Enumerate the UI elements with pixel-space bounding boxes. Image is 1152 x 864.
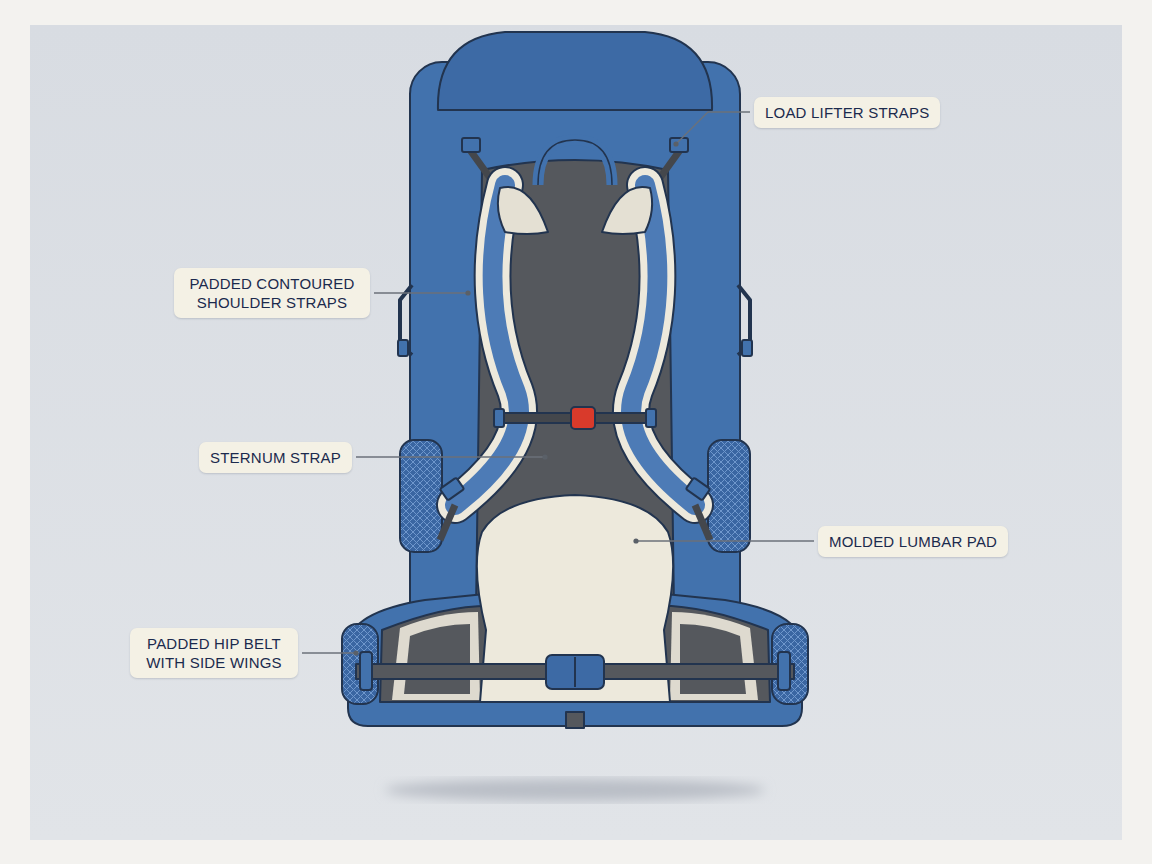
leader-dot — [542, 454, 547, 459]
strap-top-pad — [498, 187, 548, 234]
load-lifter-buckle — [462, 138, 480, 152]
side-buckle — [742, 340, 752, 356]
leader-lines — [302, 112, 814, 653]
panel-ground — [30, 25, 1122, 840]
callout-text: PADDED HIP BELT WITH SIDE WINGS — [141, 634, 287, 672]
leader-line — [356, 456, 545, 457]
callout-label: LOAD LIFTER STRAPS — [754, 97, 940, 128]
leader-line — [374, 292, 468, 293]
leader-dot — [633, 538, 638, 543]
leader-line — [636, 540, 814, 541]
ladder-buckle — [440, 478, 464, 501]
callout-label: PADDED HIP BELT WITH SIDE WINGS — [130, 628, 298, 678]
callout-text: STERNUM STRAP — [210, 448, 341, 467]
side-buckle — [398, 340, 408, 356]
leader-dot — [465, 290, 470, 295]
hip-buckle-seam — [574, 657, 576, 687]
leader-dots — [353, 141, 678, 655]
backpack — [342, 32, 808, 728]
hip-mesh-pocket — [342, 624, 378, 704]
hip-wing-trim — [392, 612, 480, 700]
callout-text: LOAD LIFTER STRAPS — [765, 103, 929, 122]
strap-top-pad — [602, 187, 652, 234]
callout-label: PADDED CONTOURED SHOULDER STRAPS — [174, 268, 370, 318]
callout-text: PADDED CONTOURED SHOULDER STRAPS — [185, 274, 359, 312]
bottom-tab — [566, 712, 584, 728]
strap-webbing — [440, 505, 455, 540]
hip-wing-inner — [680, 624, 746, 694]
sternum-slider — [646, 409, 656, 427]
leader-line — [302, 652, 356, 653]
hip-ladder-buckle — [778, 652, 790, 690]
callout-text: MOLDED LUMBAR PAD — [829, 532, 997, 551]
strap-webbing — [695, 505, 710, 540]
hip-mesh-pocket — [772, 624, 808, 704]
leader-dot — [353, 650, 358, 655]
pack-lid — [438, 32, 712, 110]
hip-wing-inner — [404, 624, 470, 694]
hip-ladder-buckle — [360, 652, 372, 690]
haul-loop-edge — [538, 140, 612, 185]
callout-label: MOLDED LUMBAR PAD — [818, 526, 1008, 557]
drop-shadow — [385, 779, 765, 801]
haul-loop — [538, 140, 612, 185]
sternum-buckle — [571, 407, 595, 429]
leader-line — [676, 112, 750, 144]
ladder-buckle — [686, 478, 710, 501]
callout-label: STERNUM STRAP — [199, 442, 352, 473]
side-mesh-pocket — [708, 440, 750, 552]
leader-dot — [673, 141, 678, 146]
hip-wing-trim — [670, 612, 758, 700]
hip-buckle — [546, 655, 604, 689]
sternum-slider — [494, 409, 504, 427]
